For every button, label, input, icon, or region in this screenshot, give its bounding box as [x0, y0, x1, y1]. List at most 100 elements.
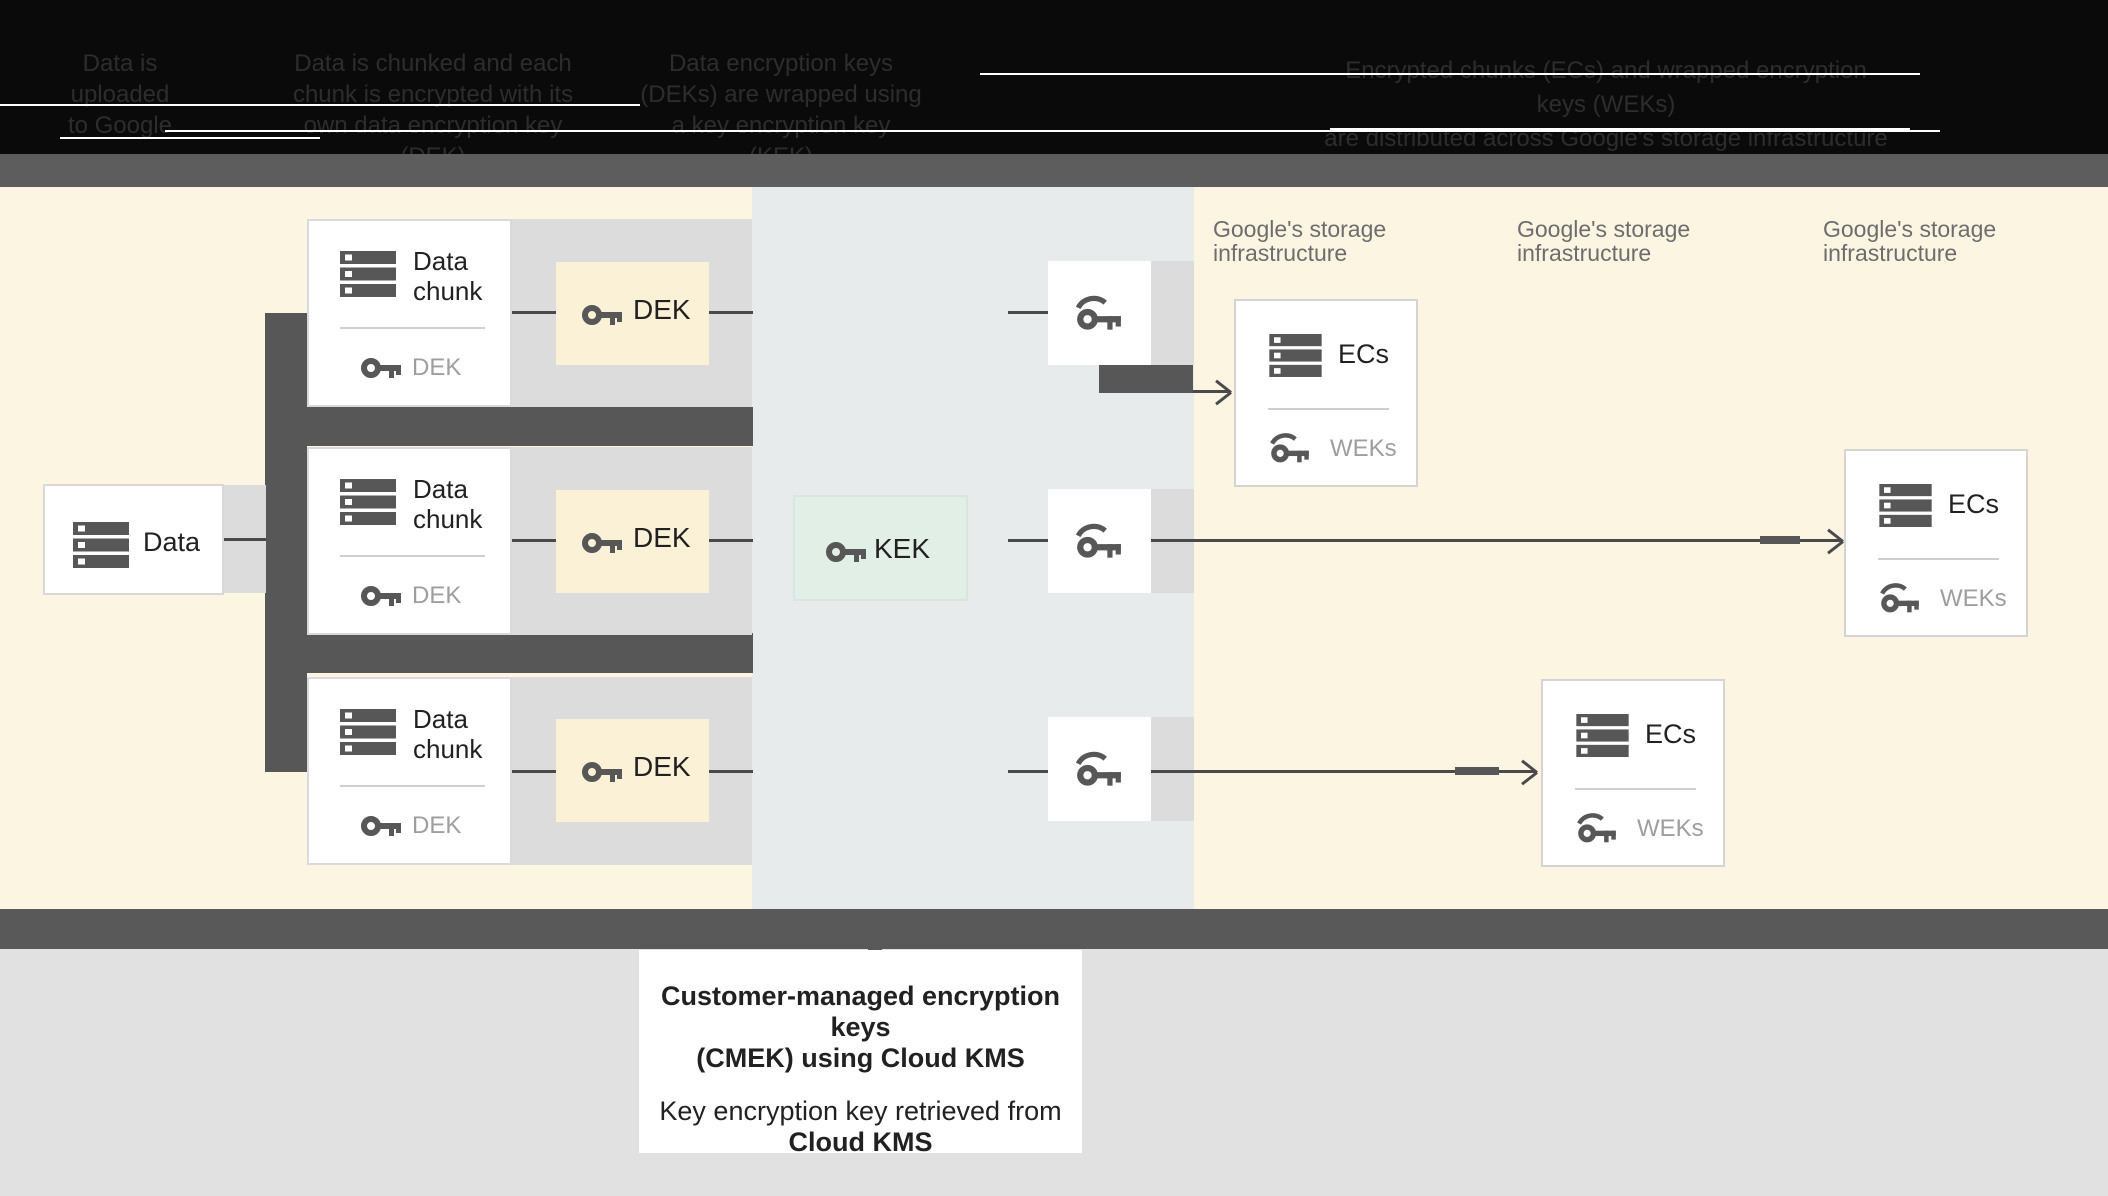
storage-label-line: Google's storage [1823, 216, 1997, 242]
header-artifact-line [980, 73, 1920, 75]
bottom-divider-band [0, 909, 2108, 949]
line-dek1-out [709, 311, 753, 314]
data-chunk-icon [340, 479, 396, 525]
data-chunk-label: Data chunk [413, 704, 482, 764]
data-chunk-label: Data chunk [413, 246, 482, 306]
storage-label-line: infrastructure [1517, 240, 1652, 266]
line-chunk3-dek3 [512, 770, 556, 773]
ecs-divider [1575, 788, 1696, 790]
dek-node: DEK [556, 262, 709, 365]
line-data-to-bar [224, 538, 266, 541]
chunk-dek-label: DEK [412, 354, 462, 381]
top-divider-band [0, 154, 2108, 187]
caption-text-line: Cloud KMS [788, 1127, 933, 1157]
key-icon [361, 583, 401, 609]
caption-box: Customer-managed encryption keys (CMEK) … [639, 950, 1082, 1157]
data-icon [73, 522, 129, 568]
key-icon [582, 759, 622, 785]
header-step-text: Encrypted chunks (ECs) and wrapped encry… [1345, 57, 1867, 118]
storage-infrastructure-label: Google's storage infrastructure [1517, 217, 1747, 265]
key-icon [582, 302, 622, 328]
data-chunk-node: Data chunk DEK [307, 447, 512, 635]
keybox3-backdrop [1151, 717, 1194, 821]
arrow-row2-head [1825, 524, 1843, 558]
line-into-keybox2 [1008, 539, 1049, 542]
header-step-text: chunk is encrypted with its [292, 81, 574, 108]
header-step-text: uploaded [70, 81, 170, 108]
data-chunk-label-line: chunk [413, 276, 483, 306]
key-arc-icon [1074, 521, 1124, 561]
header-artifact-line [0, 104, 640, 106]
caption-title-line: Customer-managed encryption keys [660, 981, 1061, 1042]
key-arc-icon-small [1575, 811, 1619, 845]
encrypted-chunks-node: ECs WEKs [1541, 679, 1725, 867]
connector-horizontal-band [265, 407, 753, 446]
arrow-row3-thick-segment [1455, 767, 1499, 775]
key-arc-icon-small [1268, 431, 1312, 465]
arrow-row2-line [1151, 539, 1841, 542]
storage-label-line: Google's storage [1517, 216, 1691, 242]
weks-label: WEKs [1940, 585, 2007, 612]
arrow-row1-head [1213, 375, 1231, 409]
header-step-text: Data encryption keys [668, 50, 894, 77]
data-node-label: Data [143, 527, 201, 557]
weks-label: WEKs [1330, 435, 1397, 462]
encrypted-chunks-icon [1877, 484, 1934, 527]
storage-infrastructure-label: Google's storage infrastructure [1213, 217, 1443, 265]
encrypted-chunks-icon [1267, 334, 1324, 377]
header-artifact-line [1330, 128, 1910, 130]
connector-vertical-bar [265, 313, 307, 772]
header-step-text: Data is chunked and each [294, 50, 572, 77]
ecs-divider [1268, 408, 1389, 410]
header-step-upload: Data is uploaded to Google [50, 48, 190, 141]
arrow-row3-line [1151, 770, 1535, 773]
header-step-text: (DEKs) are wrapped using [640, 81, 922, 108]
arrow-row1-line [1193, 390, 1229, 393]
chunk-divider [340, 785, 485, 787]
storage-label-line: infrastructure [1823, 240, 1958, 266]
chunk-dek-label: DEK [412, 582, 462, 609]
line-chunk2-dek2 [512, 539, 556, 542]
data-chunk-label-line: chunk [413, 504, 483, 534]
data-chunk-node: Data chunk DEK [307, 677, 512, 865]
storage-infrastructure-label: Google's storage infrastructure [1823, 217, 2053, 265]
chunk-dek-label: DEK [412, 812, 462, 839]
ecs-label: ECs [1948, 489, 2000, 519]
data-chunk-label-line: Data [413, 246, 468, 276]
header-artifact-line [165, 130, 1940, 132]
key-icon [361, 813, 401, 839]
wrapping-key-node [1048, 717, 1151, 821]
dek-node: DEK [556, 490, 709, 593]
header-step-text: to Google [67, 112, 173, 139]
arrow-row3-head [1519, 755, 1537, 789]
encrypted-chunks-icon [1574, 714, 1631, 757]
encrypted-chunks-node: ECs WEKs [1234, 299, 1418, 487]
keybox1-backdrop [1151, 261, 1194, 365]
line-into-keybox1 [1008, 311, 1049, 314]
key-arc-icon [1074, 293, 1124, 333]
wrapping-key-node [1048, 261, 1151, 365]
data-chunk-label: Data chunk [413, 474, 482, 534]
weks-label: WEKs [1637, 815, 1704, 842]
key-arc-icon [1074, 749, 1124, 789]
header-band: Data is uploaded to Google Data is chunk… [0, 0, 2108, 170]
data-chunk-icon [340, 251, 396, 297]
caption-title-line: (CMEK) using Cloud KMS [696, 1043, 1025, 1073]
arrow-row2-thick-segment [1760, 536, 1800, 544]
storage-label-line: Google's storage [1213, 216, 1387, 242]
dek-label: DEK [633, 522, 691, 553]
data-chunk-icon [340, 709, 396, 755]
storage-label-line: infrastructure [1213, 240, 1348, 266]
dek-label: DEK [633, 751, 691, 782]
kek-label: KEK [874, 533, 931, 564]
connector-horizontal-band [265, 633, 753, 673]
dek-label: DEK [633, 294, 691, 325]
line-dek3-out [709, 770, 753, 773]
data-chunk-label-line: Data [413, 474, 468, 504]
line-into-keybox3 [1008, 770, 1049, 773]
line-dek2-out [709, 539, 753, 542]
caption-text-line: Key encryption key retrieved from [659, 1096, 1062, 1126]
encrypted-chunks-node: ECs WEKs [1844, 449, 2028, 637]
header-step-text: Data is [82, 50, 158, 77]
